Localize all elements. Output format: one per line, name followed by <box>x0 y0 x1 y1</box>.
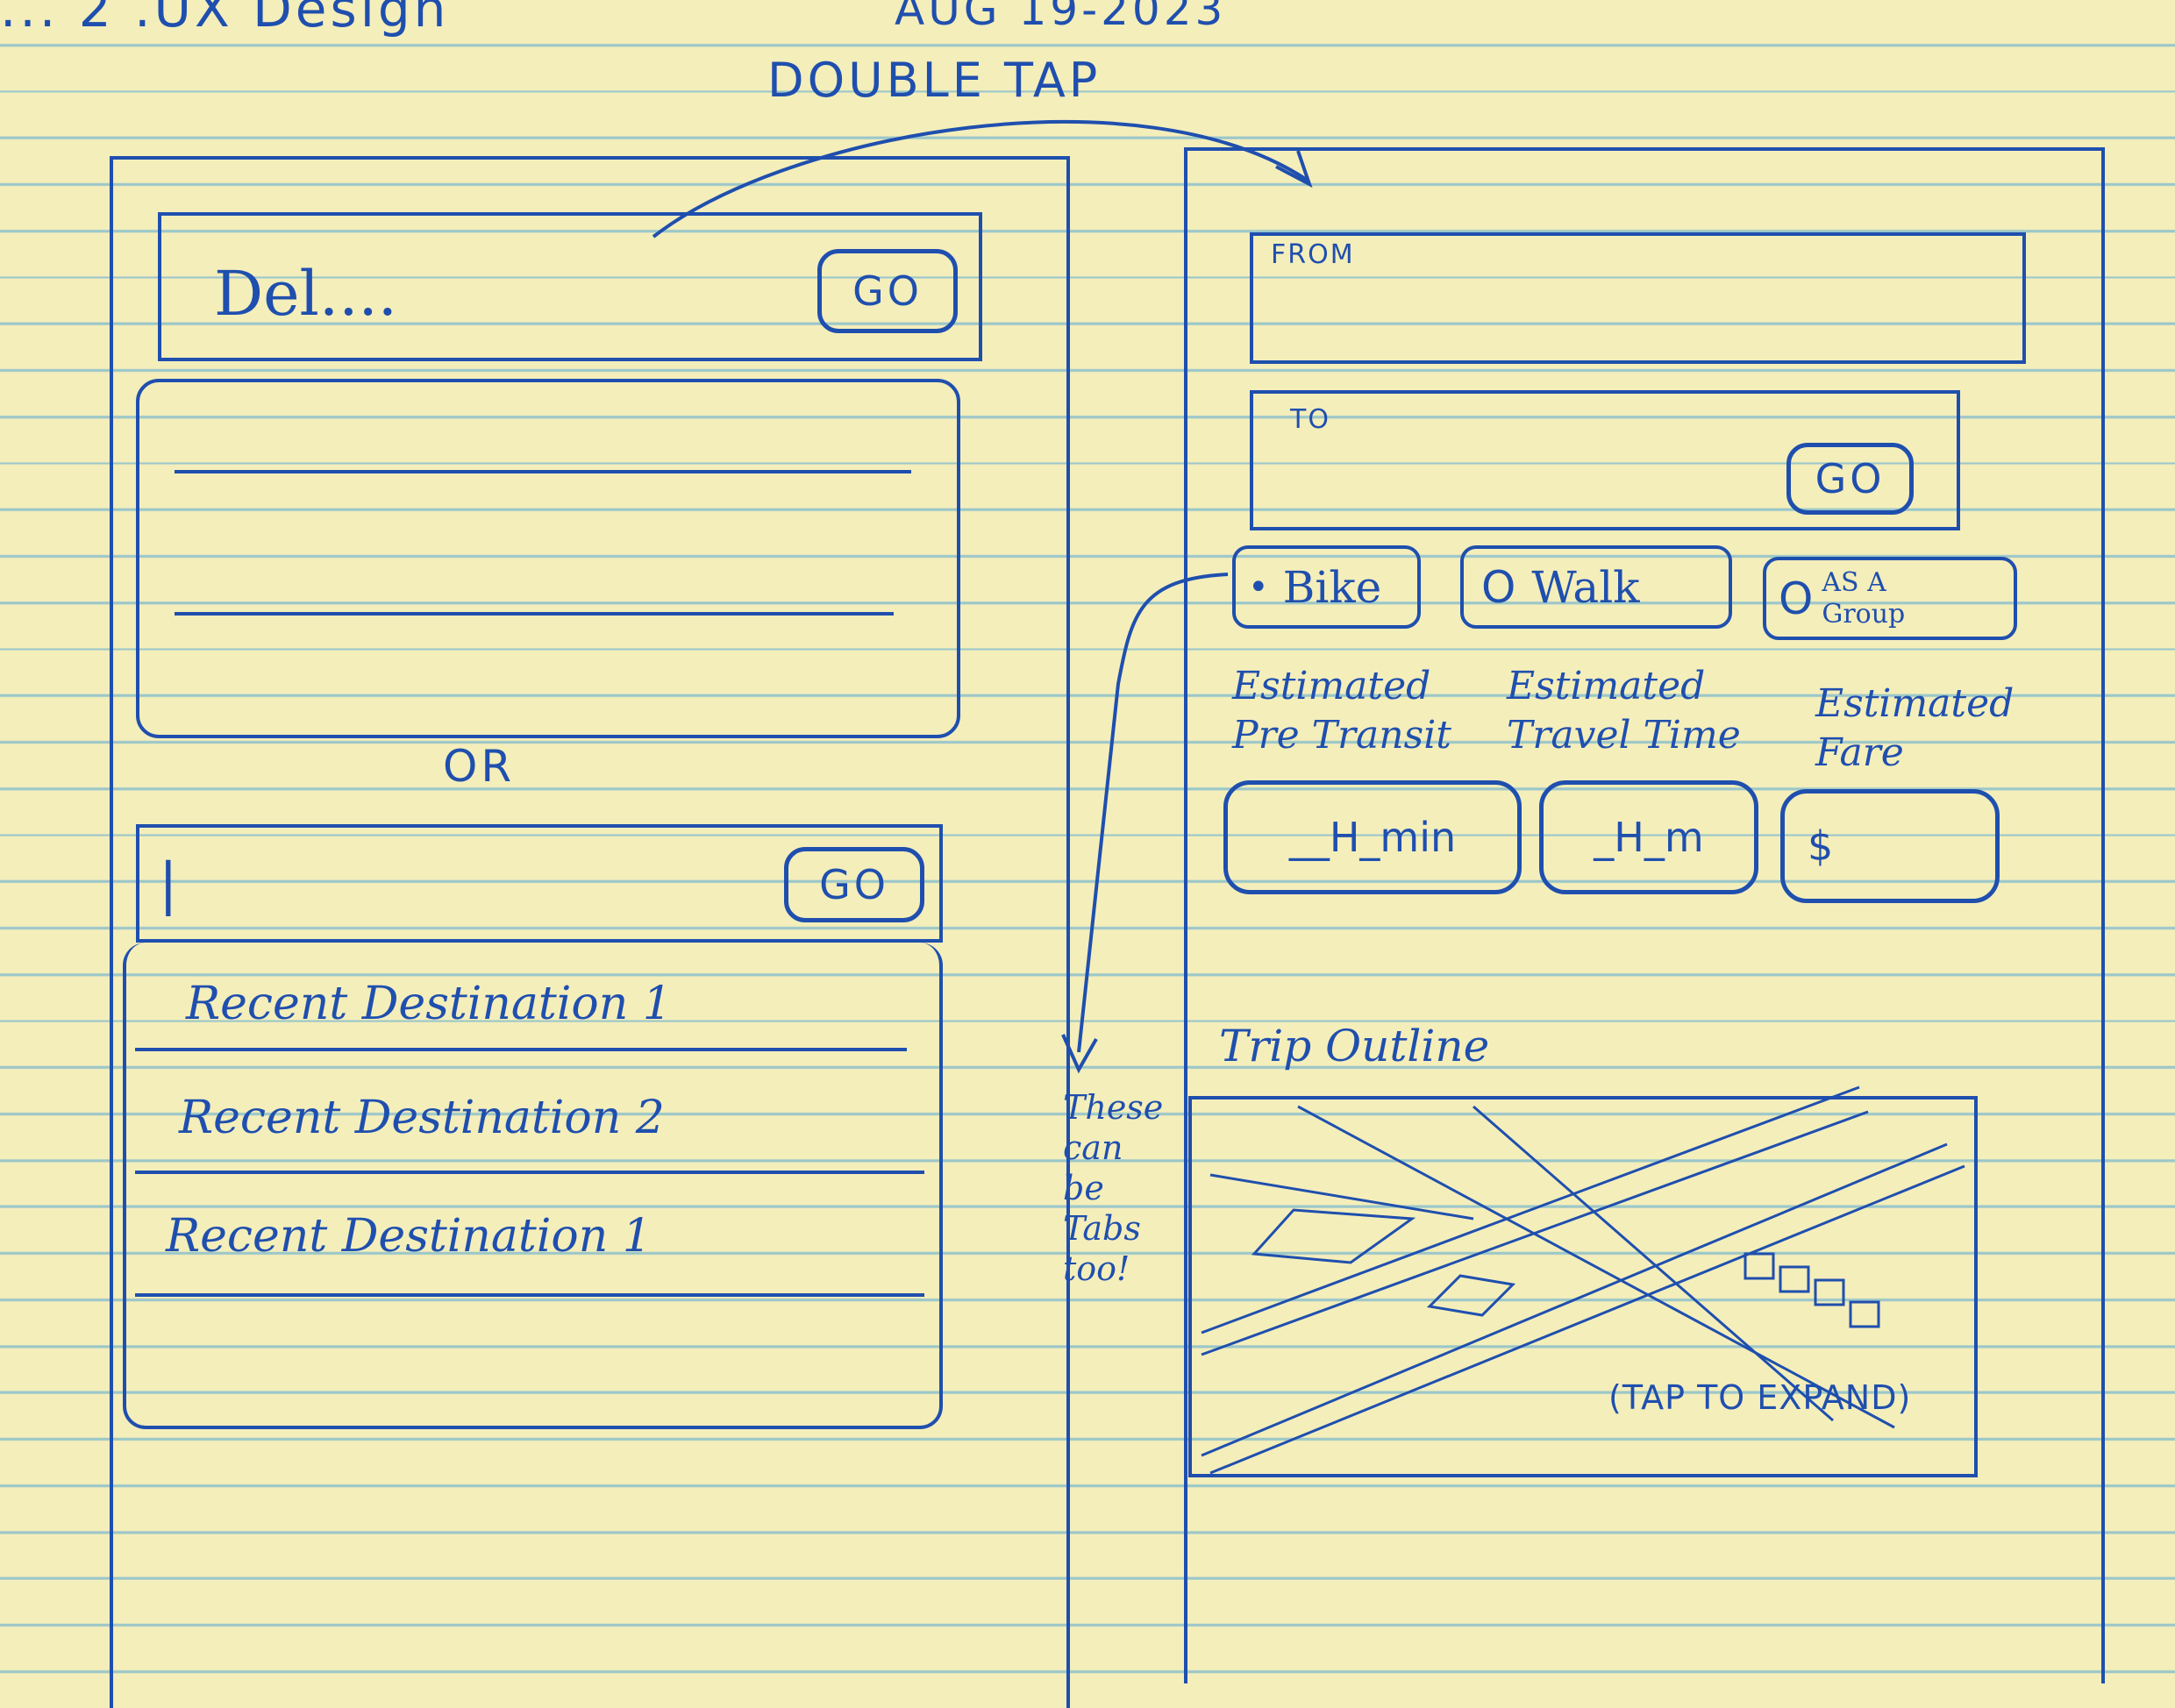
mode-button-group[interactable]: O AS A Group <box>1763 557 2017 640</box>
mode-button-bike[interactable]: • Bike <box>1232 545 1421 629</box>
go-button[interactable]: GO <box>784 847 924 922</box>
from-label: FROM <box>1271 239 1355 270</box>
estimate-label-travel-time: Estimated Travel Time <box>1507 664 1741 758</box>
estimate-pre-transit-value: __H_min <box>1223 780 1522 894</box>
to-label: TO <box>1290 404 1330 435</box>
trip-outline-map[interactable]: (TAP TO EXPAND) <box>1188 1096 1978 1477</box>
radio-selected-icon: • <box>1248 566 1269 608</box>
tabs-annotation: These can be Tabs too! <box>1063 1088 1164 1288</box>
header-date: AUG 19-2023 <box>895 0 1227 35</box>
list-item[interactable]: Recent Destination 2 <box>179 1092 665 1144</box>
or-annotation: OR <box>443 741 516 792</box>
list-divider <box>135 1171 924 1174</box>
list-item[interactable]: Recent Destination 1 <box>186 978 672 1030</box>
mode-label: Bike <box>1282 561 1382 613</box>
to-field[interactable]: TO GO <box>1250 390 1960 530</box>
double-tap-annotation: DOUBLE TAP <box>767 53 1102 108</box>
trip-outline-title: Trip Outline <box>1219 1021 1490 1071</box>
header-title: ... 2 .UX Design <box>0 0 450 39</box>
left-phone-screen <box>110 156 1070 1708</box>
mode-button-walk[interactable]: O Walk <box>1460 545 1732 629</box>
destination-search-bar[interactable]: | GO <box>136 824 943 943</box>
estimate-fare-value: $ <box>1780 789 2000 903</box>
estimate-label-pre-transit: Estimated Pre Transit <box>1232 664 1451 758</box>
destination-search-input[interactable]: Del.... <box>214 258 397 330</box>
mode-label: Walk <box>1531 561 1640 613</box>
mode-label: AS A Group <box>1822 566 1906 630</box>
suggestion-row-divider <box>175 612 894 616</box>
right-phone-screen <box>1184 147 2105 1683</box>
radio-unselected-icon: O <box>1481 561 1516 613</box>
destination-search-input[interactable]: | <box>159 852 178 917</box>
estimate-label-fare: Estimated Fare <box>1815 681 2015 775</box>
page-header: ... 2 .UX Design AUG 19-2023 <box>0 0 2175 40</box>
list-divider <box>135 1048 907 1051</box>
list-item[interactable]: Recent Destination 1 <box>166 1210 652 1263</box>
estimate-travel-time-value: _H_m <box>1539 780 1758 894</box>
from-field[interactable]: FROM <box>1250 232 2026 364</box>
suggestions-dropdown <box>136 379 960 738</box>
suggestion-row-divider <box>175 470 911 473</box>
list-divider <box>135 1293 924 1297</box>
radio-unselected-icon: O <box>1779 573 1814 624</box>
go-button[interactable]: GO <box>817 249 958 333</box>
destination-search-bar[interactable]: Del.... GO <box>158 212 982 361</box>
go-button[interactable]: GO <box>1786 443 1914 515</box>
recent-destinations-list: Recent Destination 1 Recent Destination … <box>123 943 943 1429</box>
tap-to-expand-hint: (TAP TO EXPAND) <box>1608 1378 1912 1417</box>
